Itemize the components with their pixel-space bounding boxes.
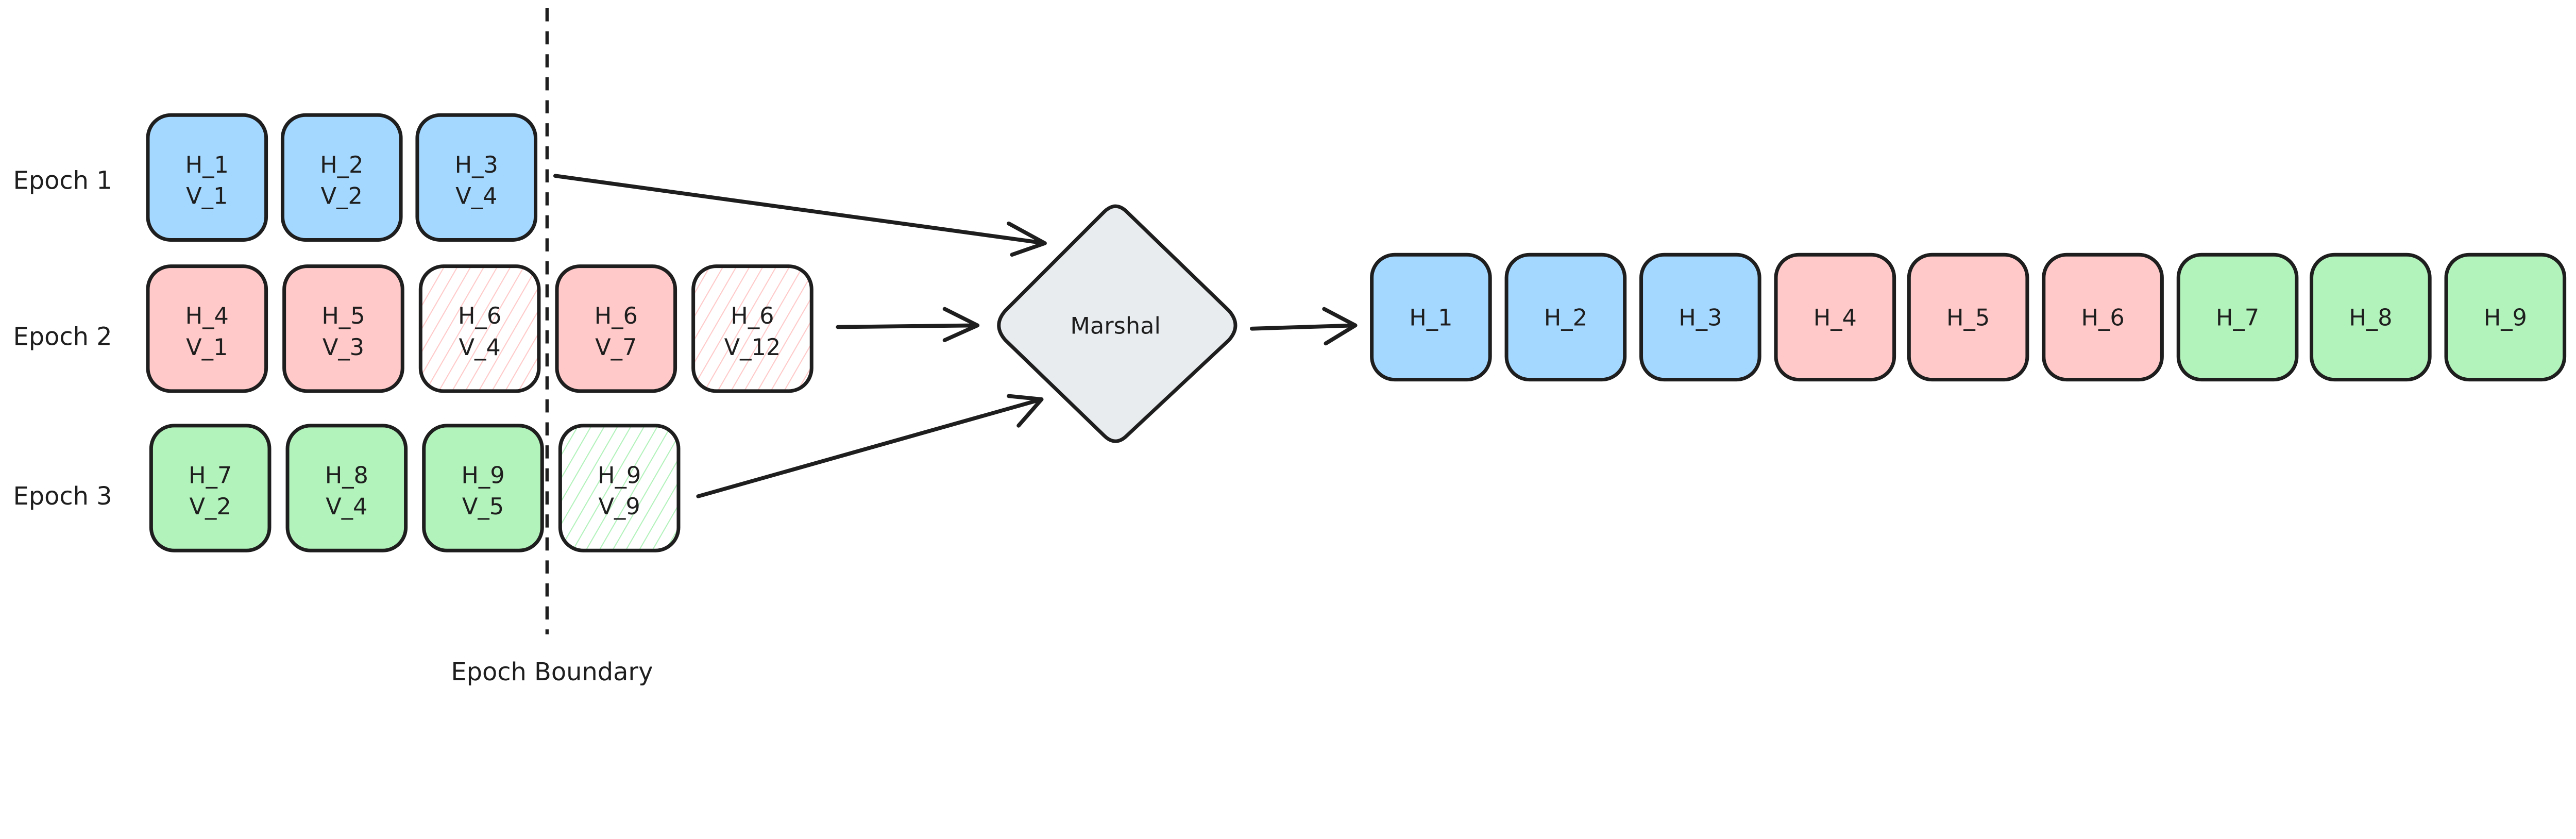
header-cell: H_3V_4 [415, 113, 538, 242]
output-cell: H_5 [1907, 253, 2029, 382]
cell-v-label: V_1 [186, 334, 228, 361]
cell-h-label: H_9 [598, 462, 641, 489]
marshal-label: Marshal [1070, 312, 1160, 339]
header-cell: H_8V_4 [285, 424, 408, 552]
cell-h-label: H_6 [731, 303, 774, 329]
epoch-label: Epoch 2 [13, 323, 112, 351]
epoch-row: Epoch 2H_4V_1H_5V_3H_6V_4H_6V_7H_6V_12 [13, 264, 814, 393]
output-cell-label: H_4 [1814, 304, 1857, 331]
output-cell-label: H_1 [1409, 304, 1452, 331]
header-cell: H_4V_1 [146, 264, 268, 393]
cell-h-label: H_9 [461, 462, 504, 489]
output-cell: H_1 [1370, 253, 1492, 382]
cell-box [558, 424, 681, 552]
cell-v-label: V_2 [190, 493, 231, 520]
cell-box [146, 264, 268, 393]
cell-h-label: H_6 [458, 303, 501, 329]
cell-v-label: V_4 [326, 493, 367, 520]
output-cell-label: H_9 [2484, 304, 2527, 331]
output-cell-label: H_3 [1679, 304, 1722, 331]
output-cell: H_3 [1639, 253, 1761, 382]
header-cell: H_1V_1 [146, 113, 268, 242]
hatched-header-cell: H_9V_9 [558, 424, 681, 552]
output-cell-label: H_5 [1946, 304, 1990, 331]
output-cell: H_4 [1774, 253, 1896, 382]
cell-h-label: H_8 [325, 462, 368, 489]
cell-h-label: H_6 [595, 303, 638, 329]
output-cell: H_8 [2310, 253, 2432, 382]
output-cell-box [1370, 253, 1492, 382]
output-cell-label: H_6 [2081, 304, 2124, 331]
output-cell-box [1639, 253, 1761, 382]
epoch-label: Epoch 1 [13, 167, 112, 195]
cell-box [415, 113, 538, 242]
cell-box [146, 113, 268, 242]
output-cell-box [1504, 253, 1627, 382]
epoch-label: Epoch 3 [13, 482, 112, 511]
cell-box [282, 264, 404, 393]
output-cell-label: H_8 [2349, 304, 2392, 331]
cell-box [422, 424, 544, 552]
output-cell: H_6 [2042, 253, 2164, 382]
output-cell-box [2042, 253, 2164, 382]
epoch-row: Epoch 3H_7V_2H_8V_4H_9V_5H_9V_9 [13, 424, 681, 552]
arrow-epoch2-to-marshal [836, 307, 980, 342]
cell-box [285, 424, 408, 552]
cell-h-label: H_7 [189, 462, 232, 489]
cell-h-label: H_5 [321, 303, 365, 329]
header-cell: H_7V_2 [149, 424, 272, 552]
output-cell: H_9 [2444, 253, 2567, 382]
cell-v-label: V_3 [323, 334, 364, 361]
output-cell: H_2 [1504, 253, 1627, 382]
marshal-diamond [997, 204, 1238, 443]
cell-v-label: V_12 [724, 334, 781, 361]
output-sequence: H_1 H_2 H_3 H_4 H_5 H_6 H_7 H_8 H_9 [1370, 253, 2567, 382]
cell-h-label: H_2 [320, 152, 363, 178]
arrow-epoch3-to-marshal [696, 394, 1044, 498]
cell-box [691, 264, 814, 393]
cell-box [418, 264, 541, 393]
cell-v-label: V_4 [455, 182, 497, 209]
cell-v-label: V_1 [186, 182, 228, 209]
arrows [553, 174, 1358, 498]
output-cell: H_7 [2176, 253, 2299, 382]
epoch-boundary-label: Epoch Boundary [451, 658, 653, 686]
hatched-header-cell: H_6V_4 [418, 264, 541, 393]
cell-h-label: H_1 [185, 152, 229, 178]
header-cell: H_5V_3 [282, 264, 404, 393]
output-cell-box [1774, 253, 1896, 382]
cell-v-label: V_4 [459, 334, 500, 361]
cell-v-label: V_9 [599, 493, 640, 520]
cell-h-label: H_4 [185, 303, 229, 329]
output-cell-box [2176, 253, 2299, 382]
cell-box [280, 113, 403, 242]
header-cell: H_6V_7 [555, 264, 677, 393]
output-cell-box [1907, 253, 2029, 382]
hatched-header-cell: H_6V_12 [691, 264, 814, 393]
cell-box [149, 424, 272, 552]
output-cell-box [2444, 253, 2567, 382]
cell-h-label: H_3 [455, 152, 498, 178]
header-cell: H_9V_5 [422, 424, 544, 552]
output-cell-label: H_2 [1544, 304, 1587, 331]
arrow-epoch1-to-marshal [553, 174, 1047, 257]
arrow-marshal-to-output [1249, 307, 1358, 346]
cell-v-label: V_2 [321, 182, 363, 209]
cell-box [555, 264, 677, 393]
marshal-node: Marshal [997, 204, 1238, 443]
header-cell: H_2V_2 [280, 113, 403, 242]
cell-v-label: V_5 [462, 493, 504, 520]
cell-v-label: V_7 [595, 334, 637, 361]
output-cell-label: H_7 [2216, 304, 2259, 331]
output-cell-box [2310, 253, 2432, 382]
epoch-row: Epoch 1H_1V_1H_2V_2H_3V_4 [13, 113, 538, 242]
